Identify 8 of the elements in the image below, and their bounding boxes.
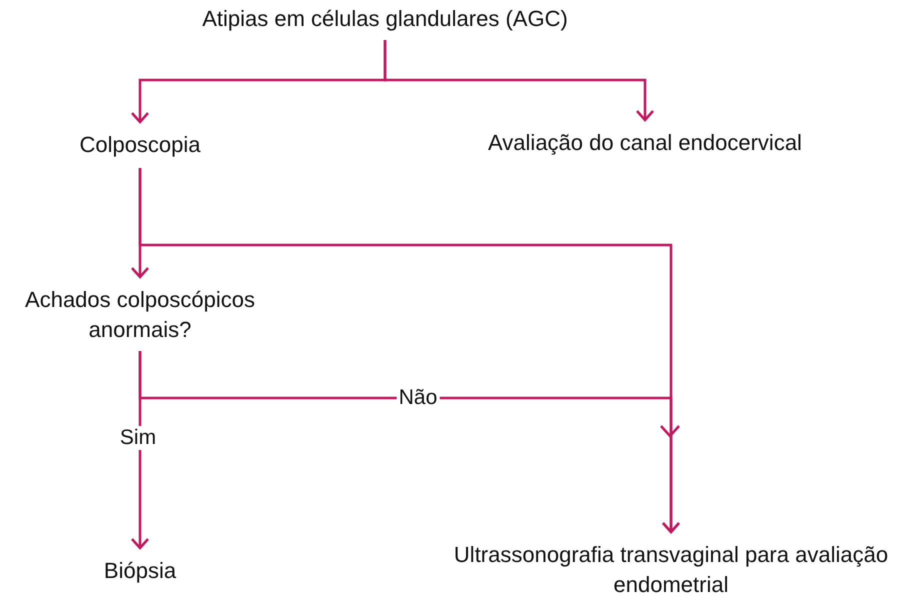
node-text: Avaliação do canal endocervical [455,128,835,162]
node-text: Ultrassonografia transvaginal para avaliação endometrial [420,540,922,602]
arrow [138,351,680,534]
arrow [384,40,654,122]
node-text: Achados colposcópicos anormais? [5,285,275,347]
node-text: Atipias em células glandulares (AGC) [155,4,615,36]
node-text: Biópsia [80,556,200,590]
node-text: Colposcopia [60,130,220,164]
